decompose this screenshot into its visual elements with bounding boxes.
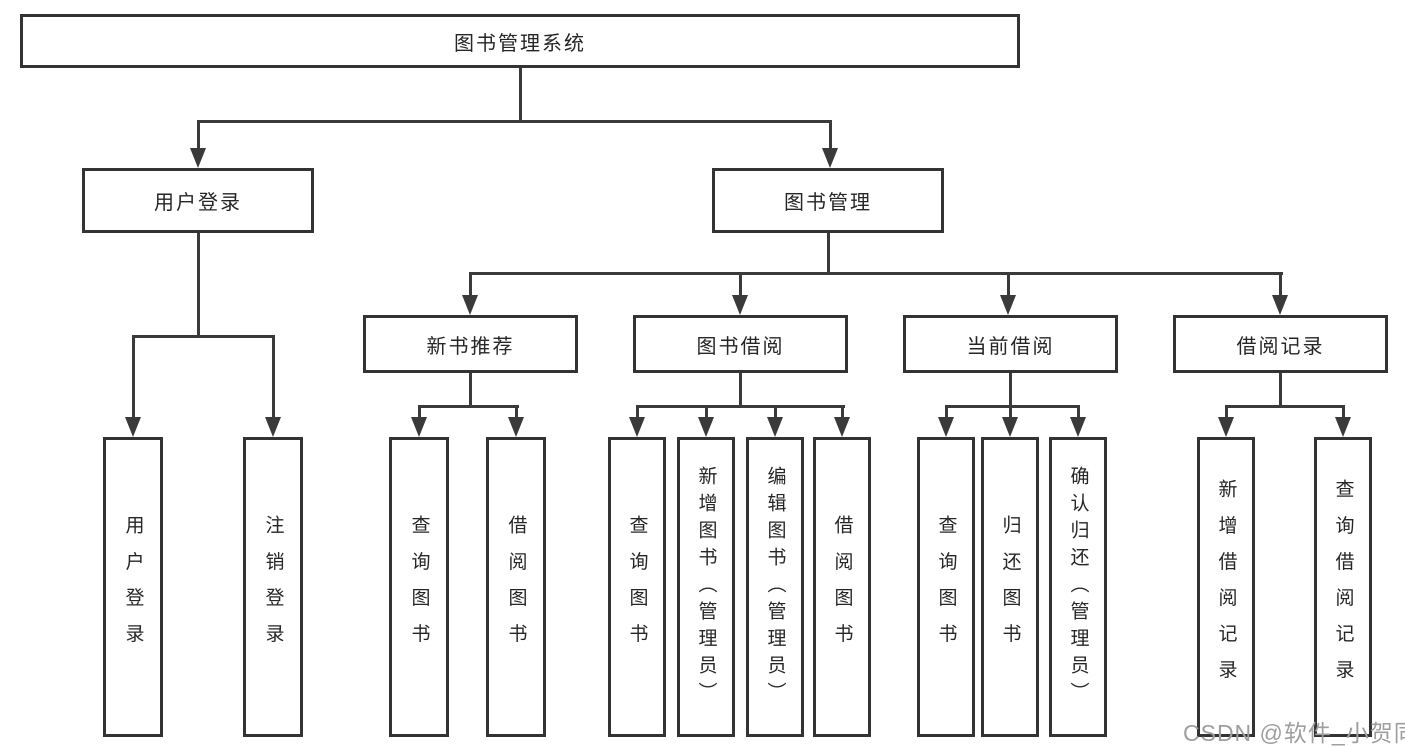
arrow-borrow-leaf-3 xyxy=(767,417,783,437)
connector-recommend-vline xyxy=(469,373,472,407)
connector-records-stub-2 xyxy=(1342,405,1345,419)
connector-borrow-stub-2 xyxy=(705,405,708,419)
connector-records-stub-1 xyxy=(1225,405,1228,419)
leaf-query-borrow-record: 查询借阅记录 xyxy=(1314,437,1372,737)
connector-records-vline xyxy=(1279,373,1282,407)
connector-root-stub-login xyxy=(197,120,200,150)
csdn-watermark: CSDN @软件_小贺同学 xyxy=(1183,720,1405,746)
arrow-records-leaf-2 xyxy=(1335,417,1351,437)
connector-recommend-stub-2 xyxy=(515,405,518,419)
connector-borrow-hline xyxy=(636,405,845,408)
leaf-confirm-return-admin: 确认归还（管理员） xyxy=(1049,437,1107,737)
connector-records-hline xyxy=(1225,405,1345,408)
arrow-to-logout-leaf xyxy=(265,417,281,437)
arrow-records-leaf-1 xyxy=(1218,417,1234,437)
arrow-to-mgmt xyxy=(822,148,838,168)
connector-current-vline xyxy=(1009,373,1012,407)
connector-borrow-stub-3 xyxy=(774,405,777,419)
arrow-borrow-leaf-2 xyxy=(698,417,714,437)
connector-mgmt-stub-2 xyxy=(739,272,742,297)
arrow-to-book-borrow xyxy=(732,295,748,315)
connector-borrow-stub-1 xyxy=(636,405,639,419)
connector-root-hline xyxy=(197,120,831,123)
leaf-borrow-query-books: 查询图书 xyxy=(608,437,666,737)
connector-mgmt-stub-4 xyxy=(1279,272,1282,297)
connector-current-stub-1 xyxy=(945,405,948,419)
leaf-user-login: 用户登录 xyxy=(103,437,163,737)
arrow-to-borrow-records xyxy=(1272,295,1288,315)
connector-login-vline xyxy=(197,233,200,335)
connector-login-stub-1 xyxy=(132,335,135,419)
connector-current-stub-3 xyxy=(1077,405,1080,419)
leaf-add-books-admin: 新增图书（管理员） xyxy=(677,437,735,737)
arrow-current-leaf-3 xyxy=(1070,417,1086,437)
connector-current-hline xyxy=(945,405,1080,408)
connector-root-vline xyxy=(519,68,522,120)
connector-borrow-stub-4 xyxy=(841,405,844,419)
leaf-current-query-books: 查询图书 xyxy=(917,437,975,737)
arrow-to-user-login-leaf xyxy=(125,417,141,437)
arrow-recommend-leaf-2 xyxy=(508,417,524,437)
arrow-to-login xyxy=(190,148,206,168)
connector-borrow-vline xyxy=(739,373,742,407)
connector-login-stub-2 xyxy=(272,335,275,419)
arrow-to-new-books xyxy=(462,295,478,315)
arrow-to-current-borrow xyxy=(1000,295,1016,315)
leaf-borrow-books: 借阅图书 xyxy=(813,437,871,737)
arrow-borrow-leaf-1 xyxy=(629,417,645,437)
connector-root-stub-mgmt xyxy=(829,120,832,150)
node-book-borrow: 图书借阅 xyxy=(633,315,848,373)
node-new-book-recommend: 新书推荐 xyxy=(363,315,578,373)
leaf-recommend-query-books: 查询图书 xyxy=(389,437,449,737)
leaf-return-books: 归还图书 xyxy=(981,437,1039,737)
node-root: 图书管理系统 xyxy=(20,14,1020,68)
connector-mgmt-vline xyxy=(827,233,830,274)
connector-recommend-stub-1 xyxy=(418,405,421,419)
arrow-borrow-leaf-4 xyxy=(834,417,850,437)
node-user-login: 用户登录 xyxy=(82,168,314,233)
connector-mgmt-stub-3 xyxy=(1007,272,1010,297)
connector-current-stub-2 xyxy=(1009,405,1012,419)
arrow-recommend-leaf-1 xyxy=(411,417,427,437)
leaf-logout: 注销登录 xyxy=(243,437,303,737)
leaf-recommend-borrow-books: 借阅图书 xyxy=(486,437,546,737)
connector-recommend-hline xyxy=(418,405,519,408)
arrow-current-leaf-1 xyxy=(938,417,954,437)
node-book-management: 图书管理 xyxy=(712,168,944,233)
arrow-current-leaf-2 xyxy=(1002,417,1018,437)
connector-mgmt-hline xyxy=(469,272,1283,275)
node-current-borrow: 当前借阅 xyxy=(903,315,1118,373)
connector-mgmt-stub-1 xyxy=(469,272,472,297)
connector-login-hline xyxy=(132,335,275,338)
leaf-edit-books-admin: 编辑图书（管理员） xyxy=(746,437,804,737)
leaf-add-borrow-record: 新增借阅记录 xyxy=(1197,437,1255,737)
node-borrow-records: 借阅记录 xyxy=(1173,315,1388,373)
